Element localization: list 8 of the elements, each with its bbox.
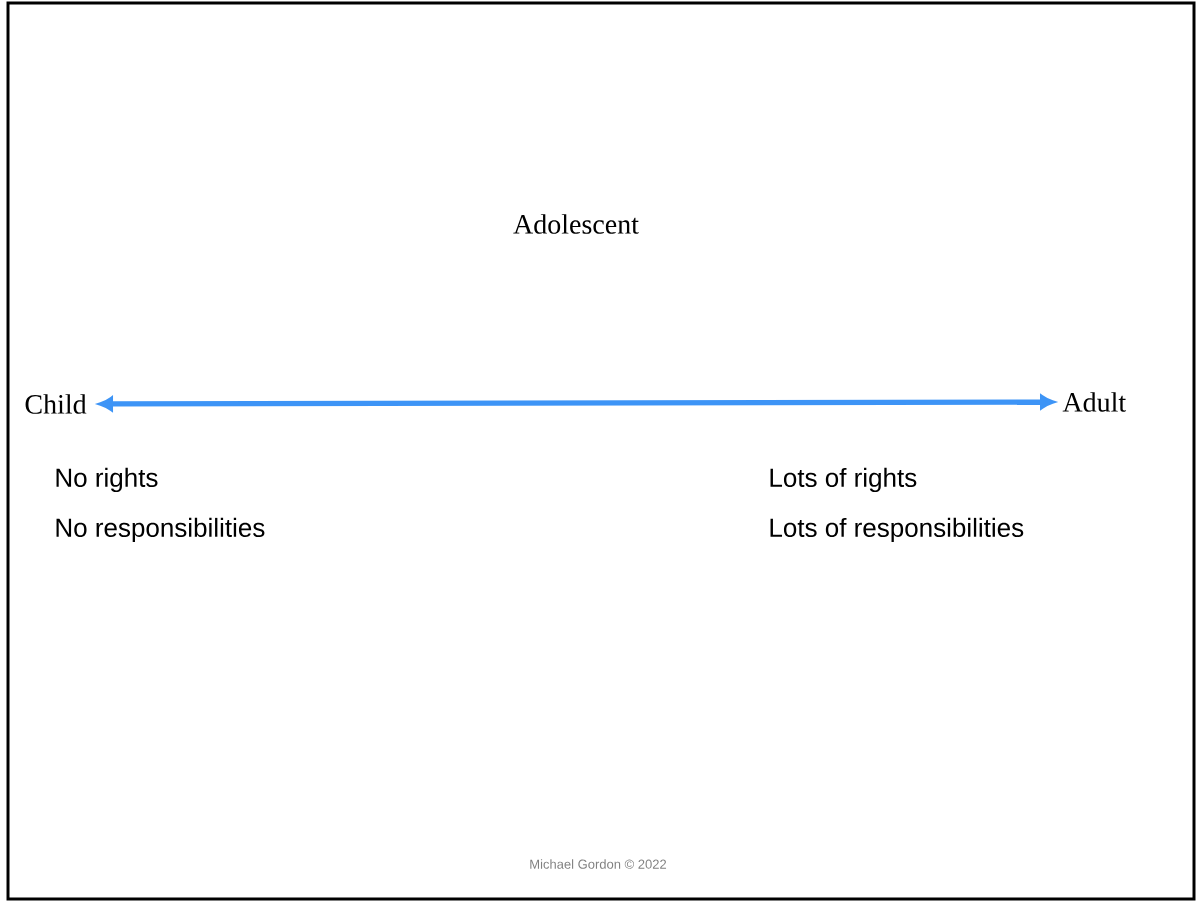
note-text: Lots of rights [770,467,917,493]
heading: Adolescent [513,214,639,234]
end-label: Adult [1062,392,1127,412]
note-text: No rights [56,467,158,493]
note-text: No responsibilities [56,517,265,543]
end-label: Child [25,394,87,414]
double-arrow [98,394,1055,412]
note-text: Lots of responsibilities [770,517,1024,543]
